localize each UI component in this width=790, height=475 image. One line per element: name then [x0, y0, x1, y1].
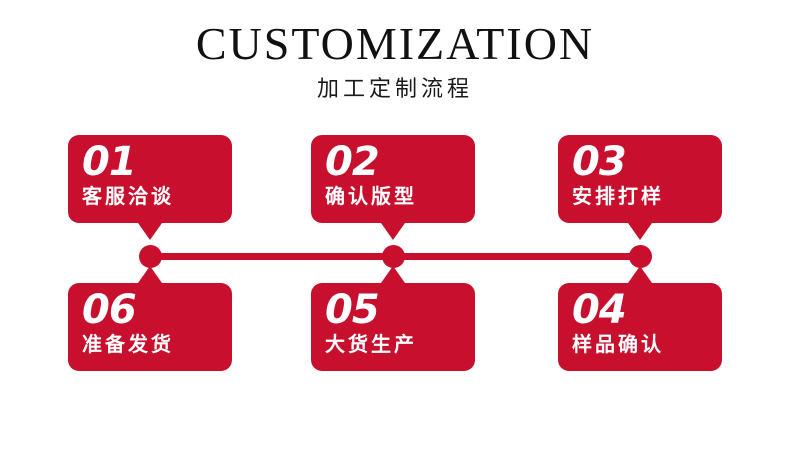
step-card-06[interactable]: 06 准备发货 [68, 266, 232, 371]
page-subtitle: 加工定制流程 [316, 76, 473, 102]
tail-down-icon-03 [628, 223, 652, 240]
connector-dot-3 [629, 245, 652, 268]
step-label-05: 大货生产 [325, 332, 417, 356]
tail-up-icon-05 [381, 266, 405, 283]
step-number-02: 02 [325, 139, 380, 185]
step-number-03: 03 [572, 139, 627, 185]
step-label-03: 安排打样 [572, 184, 664, 208]
tail-down-icon-02 [381, 223, 405, 240]
step-label-01: 客服洽谈 [82, 184, 174, 208]
step-card-01[interactable]: 01 客服洽谈 [68, 135, 232, 240]
tail-down-icon-01 [138, 223, 162, 240]
step-number-05: 05 [325, 287, 380, 333]
tail-up-icon-06 [138, 266, 162, 283]
connector-dot-2 [382, 245, 405, 268]
step-card-02[interactable]: 02 确认版型 [311, 135, 475, 240]
step-label-02: 确认版型 [325, 184, 417, 208]
step-number-01: 01 [82, 139, 137, 185]
step-number-06: 06 [82, 287, 137, 333]
step-card-05[interactable]: 05 大货生产 [311, 266, 475, 371]
step-card-04[interactable]: 04 样品确认 [558, 266, 722, 371]
tail-up-icon-04 [628, 266, 652, 283]
poster-header: CUSTOMIZATION 加工定制流程 [0, 0, 790, 103]
page-title: CUSTOMIZATION [195, 18, 595, 69]
step-label-04: 样品确认 [572, 332, 664, 356]
connector-dot-1 [139, 245, 162, 268]
step-label-06: 准备发货 [82, 332, 174, 356]
step-number-04: 04 [572, 287, 627, 333]
step-card-03[interactable]: 03 安排打样 [558, 135, 722, 240]
